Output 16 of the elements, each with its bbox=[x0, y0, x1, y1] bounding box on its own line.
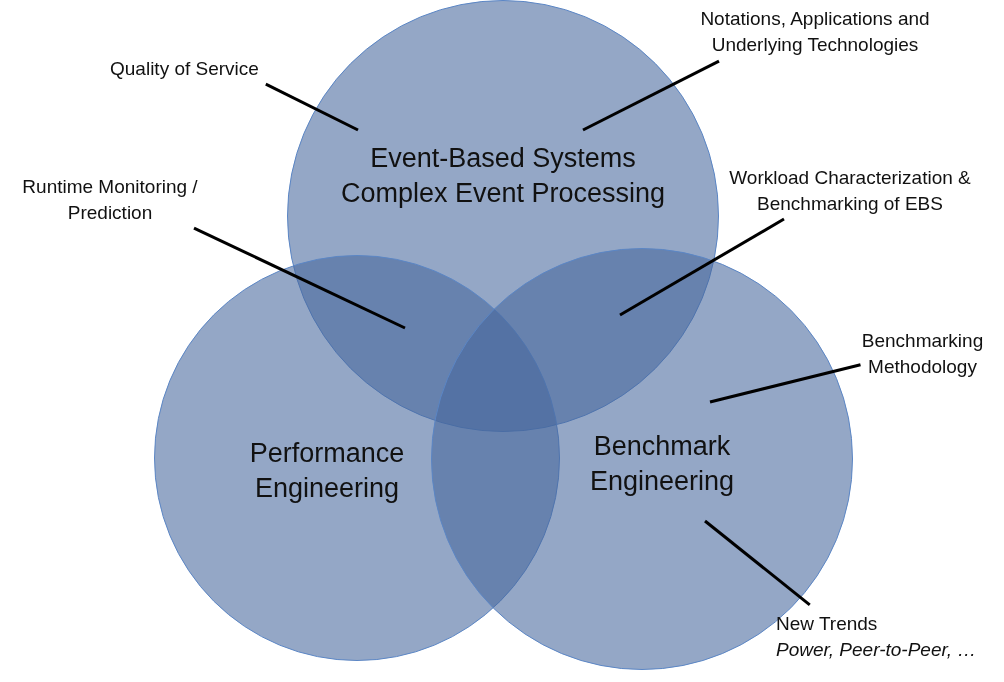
leader-line bbox=[582, 59, 720, 132]
circle-title: Event-Based Systems Complex Event Processing bbox=[339, 142, 667, 211]
leader-line bbox=[193, 226, 406, 330]
circle-title: Benchmark Engineering bbox=[588, 430, 736, 499]
leader-line bbox=[265, 82, 359, 132]
callout-text: Notations, Applications and Underlying Technologies bbox=[699, 7, 931, 57]
circle-title: Performance Engineering bbox=[248, 437, 406, 506]
leader-line bbox=[704, 519, 811, 607]
leader-line bbox=[709, 363, 861, 404]
leader-line bbox=[619, 217, 785, 317]
callout-text: New Trends bbox=[776, 612, 879, 636]
callout-text: Workload Characterization & Benchmarking of EBS bbox=[728, 166, 972, 216]
callout-subtext: Power, Peer-to-Peer, … bbox=[776, 637, 978, 662]
callout-text: Benchmarking Methodology bbox=[860, 329, 985, 379]
callout-text: Runtime Monitoring / Prediction bbox=[21, 175, 199, 225]
callout-text: Quality of Service bbox=[110, 57, 260, 81]
